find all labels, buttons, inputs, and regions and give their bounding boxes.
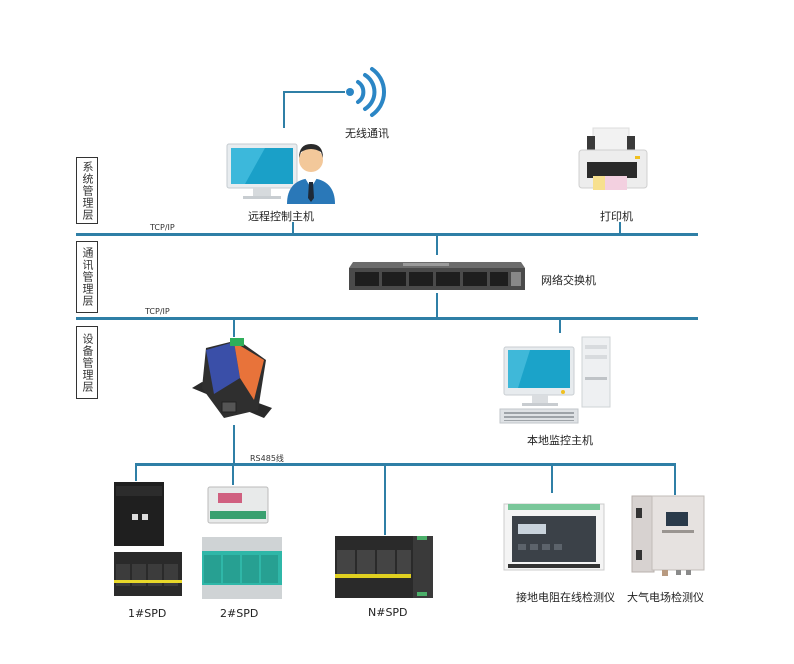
spd2-device-icon [202,486,282,599]
ground-monitor-label: 接地电阻在线检测仪 [516,591,615,604]
wireless-signal-icon [346,67,386,117]
remote-host-label: 远程控制主机 [248,210,314,223]
layer-label: 设备管理层 [81,332,94,393]
layer-communication-management: 通讯管理层 [76,241,98,313]
spdn-device-icon [335,536,433,598]
printer-icon [578,127,648,190]
connector-field-meter [674,465,676,495]
spdn-label: N#SPD [368,606,408,619]
connector-converter-bottom [233,425,235,465]
wireless-label: 无线通讯 [345,127,389,140]
wireless-link-vertical [283,91,285,128]
connector-switch-bottom [436,293,438,318]
connector-converter-top [233,319,235,337]
serial-converter-icon [192,338,272,418]
layer-label: 通讯管理层 [81,247,94,307]
tcp-ip-label-top: TCP/IP [150,223,175,232]
network-switch-label: 网络交换机 [541,274,596,287]
local-host-icon [499,336,611,424]
connector-switch-top [436,235,438,255]
connector-ground-monitor [551,465,553,493]
tcp-ip-bus-middle [76,317,698,320]
connector-printer [619,222,621,234]
connector-spdn [384,465,386,535]
connector-local-host [559,319,561,333]
field-meter-device-icon [631,495,705,576]
connector-spd2 [232,465,234,485]
local-host-label: 本地监控主机 [527,434,593,447]
layer-system-management: 系统管理层 [76,157,98,224]
spd1-label: 1#SPD [128,607,167,620]
rs485-bus [135,463,676,466]
connector-remote-host [292,222,294,234]
layer-device-management: 设备管理层 [76,326,98,399]
spd1-device-icon [114,482,182,596]
spd2-label: 2#SPD [220,607,259,620]
printer-label: 打印机 [600,210,633,223]
tcp-ip-bus-top [76,233,698,236]
layer-label: 系统管理层 [81,160,94,221]
remote-host-icon [226,143,335,204]
connector-spd1 [135,465,137,481]
network-switch-icon [349,262,525,290]
ground-monitor-device-icon [503,503,605,571]
tcp-ip-label-middle: TCP/IP [145,307,170,316]
rs485-label: RS485线 [250,454,284,463]
wireless-link-horizontal [283,91,345,93]
field-meter-label: 大气电场检测仪 [627,591,704,604]
